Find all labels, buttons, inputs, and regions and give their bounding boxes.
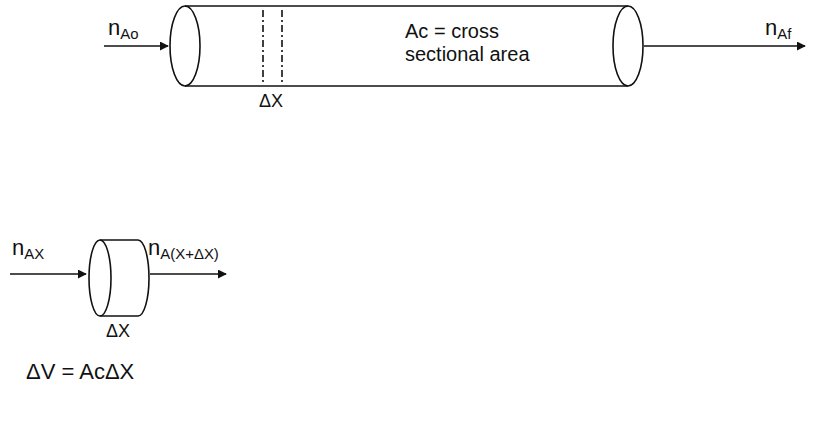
volume-label: ΔV = AcΔX [26,360,134,384]
flow-label: nAf [765,16,791,43]
disk-wall [100,315,138,317]
tube-inlet-end [170,6,200,86]
flow-arrow [150,273,226,275]
tube-wall [185,85,628,87]
disk-face [89,240,111,316]
slice-boundary [281,10,283,84]
flow-arrow [104,45,168,47]
flow-label: nA(X+ΔX) [148,236,219,263]
dimension-label: ΔX [259,92,283,112]
tube-wall [185,5,628,7]
dimension-label: ΔX [106,322,130,342]
disk-face [138,240,149,316]
area-note: Ac = cross sectional area [405,20,565,66]
flow-arrow [10,273,86,275]
flow-arrow [644,45,805,47]
slice-boundary [262,10,264,84]
tube-region: Ac = cross sectional area [405,20,565,70]
flow-label: nAX [12,236,44,263]
tube-outlet-end [613,6,643,86]
disk-wall [100,239,138,241]
flow-label: nAo [108,16,139,43]
